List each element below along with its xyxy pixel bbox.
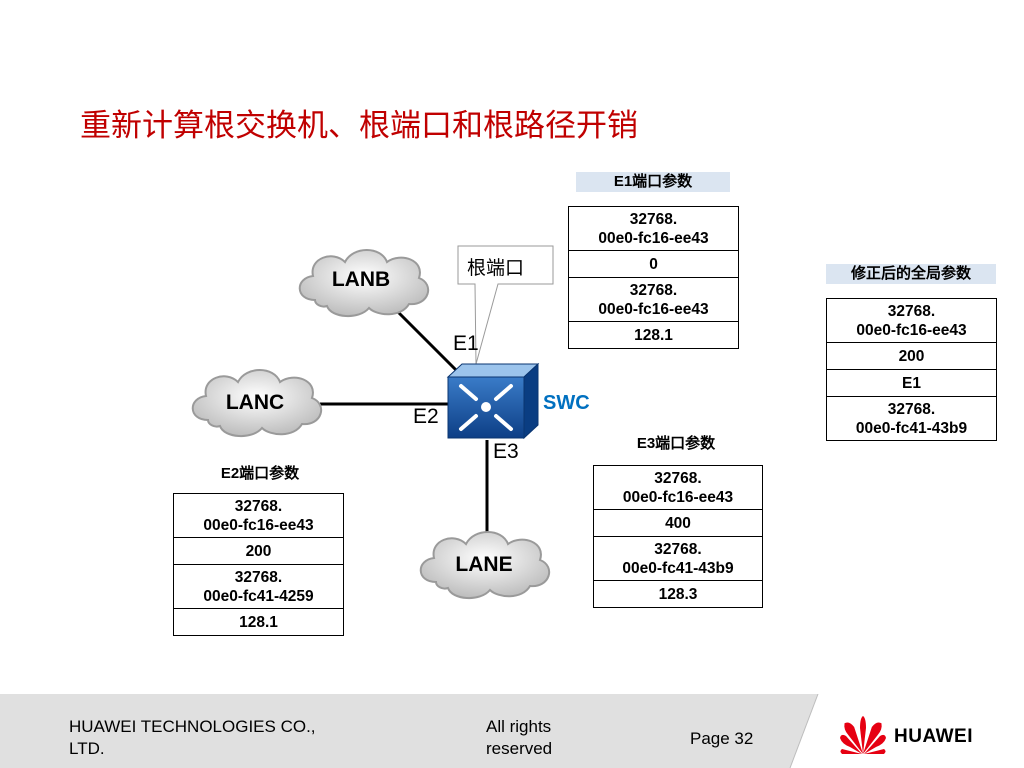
e2-params-table: 32768.00e0-fc16-ee43 200 32768.00e0-fc41… xyxy=(173,493,344,636)
slide-title: 重新计算根交换机、根端口和根路径开销 xyxy=(80,108,638,144)
switch-icon xyxy=(446,362,540,440)
table-cell: 32768.00e0-fc16-ee43 xyxy=(593,465,763,510)
e2-params-heading: E2端口参数 xyxy=(220,465,300,482)
table-cell: 128.1 xyxy=(568,321,739,349)
table-cell: 32768.00e0-fc41-43b9 xyxy=(593,536,763,581)
table-cell: 32768.00e0-fc16-ee43 xyxy=(568,277,739,322)
huawei-logo-icon xyxy=(840,716,886,754)
e3-params-table: 32768.00e0-fc16-ee43 400 32768.00e0-fc41… xyxy=(593,465,763,608)
table-cell: 32768.00e0-fc16-ee43 xyxy=(568,206,739,251)
table-cell: 128.3 xyxy=(593,580,763,608)
table-cell: 32768.00e0-fc41-43b9 xyxy=(826,396,997,441)
table-cell: 0 xyxy=(568,250,739,278)
lanb-label: LANB xyxy=(331,268,391,291)
global-params-heading: 修正后的全局参数 xyxy=(826,264,996,284)
link-lanb xyxy=(396,310,458,372)
lanc-label: LANC xyxy=(225,391,285,414)
e1-params-table: 32768.00e0-fc16-ee43 0 32768.00e0-fc16-e… xyxy=(568,206,739,349)
lane-label: LANE xyxy=(455,553,513,576)
e1-params-heading: E1端口参数 xyxy=(576,172,730,192)
port-e2-label: E2 xyxy=(413,405,439,428)
callout-root-port: 根端口 xyxy=(467,257,525,279)
table-cell: 32768.00e0-fc41-4259 xyxy=(173,564,344,609)
footer-company: HUAWEI TECHNOLOGIES CO.,LTD. xyxy=(69,717,316,758)
callout-box xyxy=(457,245,554,365)
footer-bar xyxy=(0,694,1024,768)
port-e3-label: E3 xyxy=(493,440,519,463)
table-cell: E1 xyxy=(826,369,997,397)
table-cell: 32768.00e0-fc16-ee43 xyxy=(826,298,997,343)
table-cell: 128.1 xyxy=(173,608,344,636)
switch-label: SWC xyxy=(543,392,590,414)
huawei-brand-text: HUAWEI xyxy=(894,726,973,747)
table-cell: 200 xyxy=(173,537,344,565)
table-cell: 200 xyxy=(826,342,997,370)
e3-params-heading: E3端口参数 xyxy=(636,435,716,452)
table-cell: 32768.00e0-fc16-ee43 xyxy=(173,493,344,538)
global-params-table: 32768.00e0-fc16-ee43 200 E1 32768.00e0-f… xyxy=(826,298,997,441)
table-cell: 400 xyxy=(593,509,763,537)
footer-decoration xyxy=(789,694,1024,768)
port-e1-label: E1 xyxy=(453,332,479,355)
footer-page-number: Page 32 xyxy=(690,729,754,748)
